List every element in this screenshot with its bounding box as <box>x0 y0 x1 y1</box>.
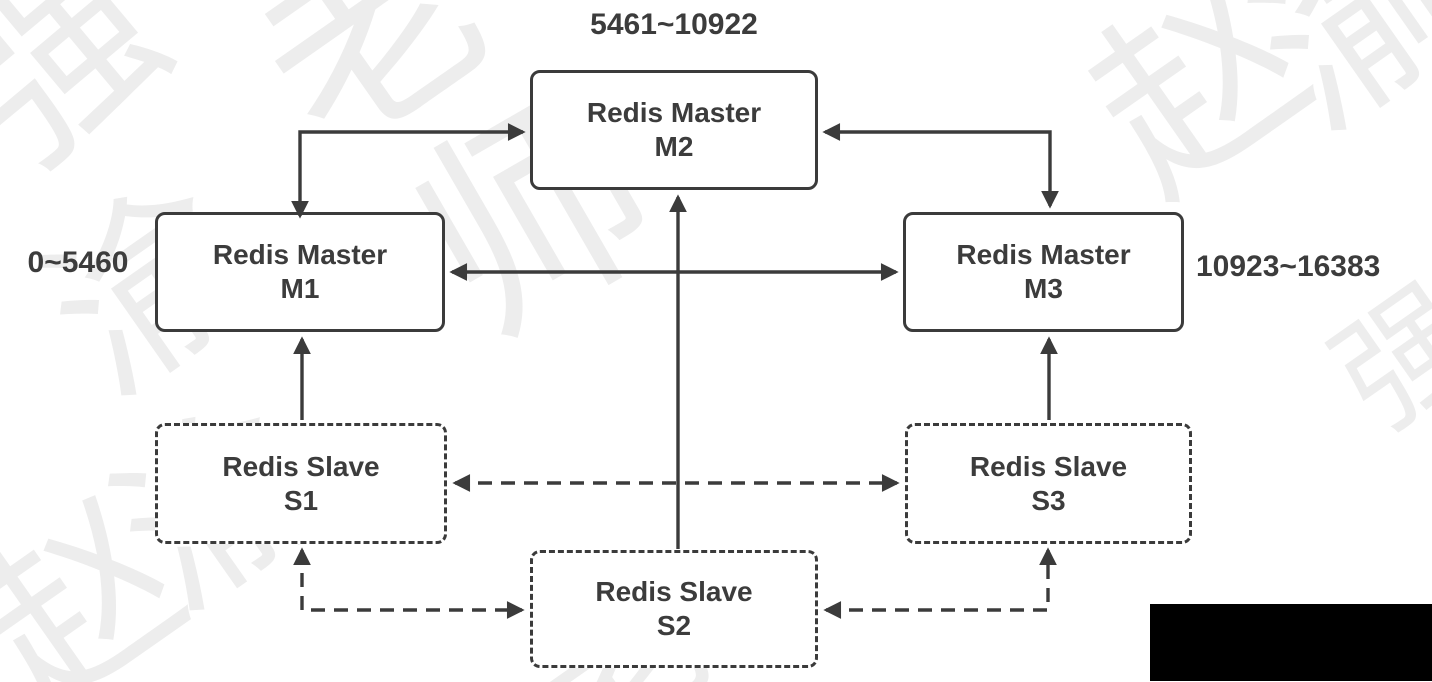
node-id: S3 <box>1031 484 1066 516</box>
node-id: S2 <box>656 610 692 641</box>
node-title: Redis Slave <box>222 450 380 482</box>
watermark-glyph: 老 <box>212 0 533 197</box>
connector-m2-m3 <box>822 123 1059 209</box>
node-id: M1 <box>280 273 320 304</box>
watermark-glyph: 赵 <box>1050 0 1349 238</box>
redaction-overlay <box>1150 604 1432 681</box>
node-title: Redis Master <box>586 97 762 128</box>
node-redis-slave-s1: Redis Slave S1 <box>155 423 447 544</box>
node-title: Redis Slave <box>969 450 1128 482</box>
slot-range-label-m1: 0~5460 <box>27 246 129 279</box>
node-id: M2 <box>654 131 694 162</box>
node-redis-slave-s2: Redis Slave S2 <box>530 550 818 668</box>
node-redis-master-m3: Redis Master M3 <box>903 212 1184 332</box>
node-redis-slave-s3: Redis Slave S3 <box>905 423 1192 544</box>
slot-range-label-m2: 5461~10922 <box>590 8 758 41</box>
connector-m1-m2 <box>291 123 526 219</box>
watermark-glyph: 强 <box>0 0 207 214</box>
node-title: Redis Master <box>956 239 1131 270</box>
node-redis-master-m2: Redis Master M2 <box>530 70 818 190</box>
connector-s1-s2 <box>293 547 525 619</box>
node-id: M3 <box>1024 273 1063 304</box>
node-redis-master-m1: Redis Master M1 <box>155 212 445 332</box>
connector-s2-s3 <box>823 547 1057 619</box>
slot-range-label-m3: 10923~16383 <box>1196 250 1381 283</box>
watermark-glyph: 渝 <box>1218 0 1432 170</box>
node-id: S1 <box>283 484 319 516</box>
watermark-glyph: 强 <box>1307 254 1432 461</box>
node-title: Redis Slave <box>595 576 753 607</box>
node-title: Redis Master <box>212 239 388 270</box>
